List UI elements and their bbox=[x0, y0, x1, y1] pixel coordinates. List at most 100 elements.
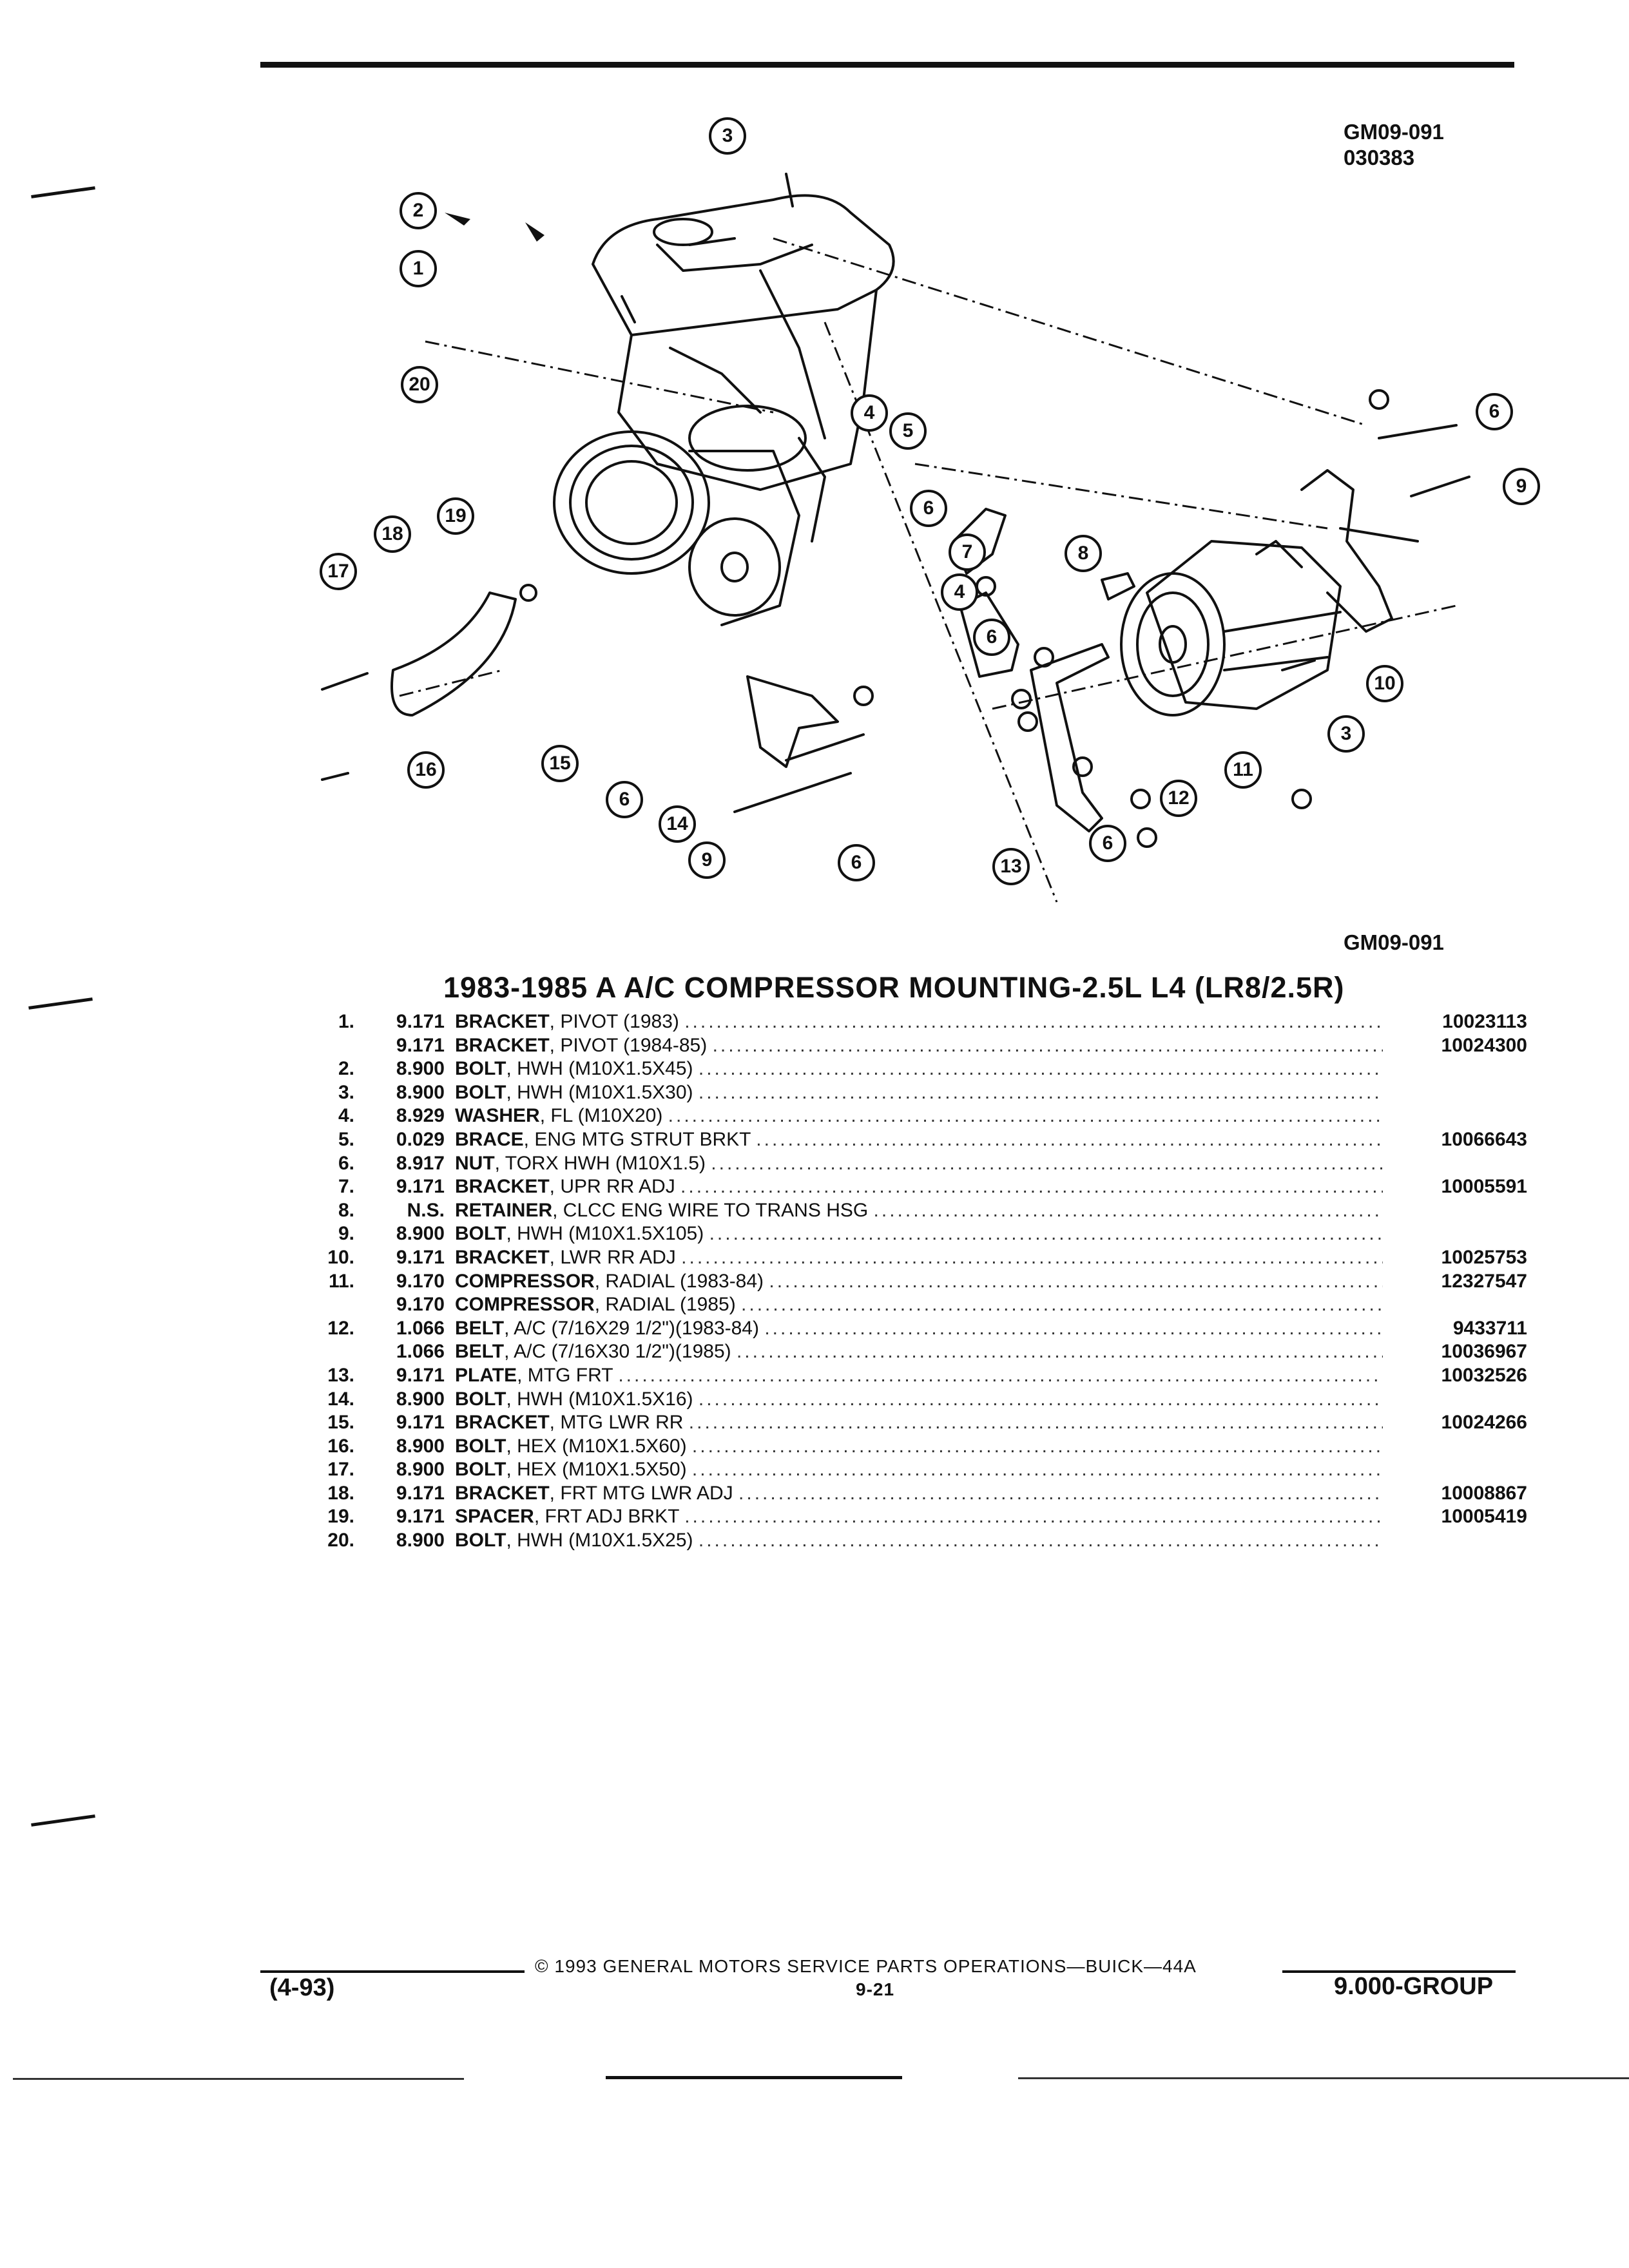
leader-dots: ........................................… bbox=[681, 1246, 1383, 1268]
leader-dots: ........................................… bbox=[680, 1176, 1383, 1198]
callout-7: 7 bbox=[949, 533, 986, 571]
callout-6-f: 6 bbox=[1089, 825, 1126, 862]
part-description: BRACKET, FRT MTG LWR ADJ ...............… bbox=[455, 1482, 1383, 1505]
leader-dots: ........................................… bbox=[741, 1294, 1383, 1316]
part-detail: , ENG MTG STRUT BRKT bbox=[523, 1128, 751, 1150]
leader-dots: ........................................… bbox=[873, 1199, 1383, 1221]
part-name: BRACE bbox=[455, 1128, 524, 1150]
part-description: BOLT, HWH (M10X1.5X30) .................… bbox=[455, 1081, 1383, 1104]
part-detail: , HEX (M10X1.5X50) bbox=[506, 1459, 687, 1481]
part-number: 10066643 bbox=[1441, 1128, 1527, 1150]
part-description: BOLT, HWH (M10X1.5X25) .................… bbox=[455, 1529, 1383, 1552]
part-name: BOLT bbox=[455, 1058, 506, 1080]
leader-dots: ........................................… bbox=[698, 1081, 1383, 1103]
part-description: SPACER, FRT ADJ BRKT ...................… bbox=[455, 1505, 1383, 1528]
group-number: 8.900 bbox=[396, 1388, 445, 1410]
item-number: 12. bbox=[327, 1317, 354, 1339]
item-number: 2. bbox=[338, 1058, 354, 1080]
part-detail: , HWH (M10X1.5X105) bbox=[506, 1223, 704, 1245]
diagram-drawing bbox=[321, 173, 1470, 903]
leader-dots: ........................................… bbox=[698, 1388, 1383, 1410]
part-name: COMPRESSOR bbox=[455, 1270, 595, 1292]
part-name: COMPRESSOR bbox=[455, 1294, 595, 1316]
part-number: 10005419 bbox=[1441, 1506, 1527, 1528]
part-detail: , HWH (M10X1.5X25) bbox=[506, 1530, 693, 1552]
group-number: 9.171 bbox=[396, 1011, 445, 1032]
part-detail: , RADIAL (1985) bbox=[594, 1294, 736, 1316]
callout-6-c: 6 bbox=[973, 619, 1010, 656]
part-description: COMPRESSOR, RADIAL (1983-84) ...........… bbox=[455, 1270, 1383, 1293]
item-number: 4. bbox=[338, 1105, 354, 1127]
item-number: 3. bbox=[338, 1081, 354, 1103]
part-description: BELT, A/C (7/16X30 1/2")(1985) .........… bbox=[455, 1340, 1383, 1363]
part-number: 10023113 bbox=[1442, 1011, 1527, 1032]
part-name: BRACKET bbox=[455, 1034, 550, 1056]
part-name: BOLT bbox=[455, 1459, 506, 1481]
part-detail: , UPR RR ADJ bbox=[549, 1176, 675, 1198]
part-detail: , FRT MTG LWR ADJ bbox=[549, 1482, 733, 1504]
group-number: 1.066 bbox=[396, 1317, 445, 1339]
part-detail: , HEX (M10X1.5X60) bbox=[506, 1435, 687, 1457]
callout-2: 2 bbox=[400, 192, 437, 229]
group-number: 9.171 bbox=[396, 1176, 445, 1198]
item-number: 18. bbox=[327, 1482, 354, 1504]
part-description: BRACE, ENG MTG STRUT BRKT ..............… bbox=[455, 1128, 1383, 1151]
ref-number: 030383 bbox=[1344, 146, 1415, 169]
leader-dots: ........................................… bbox=[769, 1270, 1383, 1292]
figure-code: GM09-091 bbox=[1344, 930, 1444, 954]
leader-dots: ........................................… bbox=[711, 1152, 1383, 1174]
callout-15: 15 bbox=[541, 745, 579, 782]
ref-code: GM09-091 bbox=[1344, 120, 1444, 144]
part-description: BRACKET, UPR RR ADJ ....................… bbox=[455, 1175, 1383, 1198]
part-name: BOLT bbox=[455, 1081, 506, 1103]
item-number: 10. bbox=[327, 1246, 354, 1268]
part-number: 10005591 bbox=[1441, 1176, 1527, 1198]
part-description: BRACKET, PIVOT (1983) ..................… bbox=[455, 1010, 1383, 1033]
leader-dots: ........................................… bbox=[698, 1530, 1383, 1552]
item-number: 11. bbox=[328, 1270, 354, 1292]
part-name: BOLT bbox=[455, 1388, 506, 1410]
callout-19: 19 bbox=[437, 497, 474, 535]
callout-9-a: 9 bbox=[1503, 468, 1540, 505]
part-detail: , FRT ADJ BRKT bbox=[534, 1506, 679, 1528]
callout-6-d: 6 bbox=[606, 781, 643, 818]
part-name: BOLT bbox=[455, 1223, 506, 1245]
group-number: 8.929 bbox=[396, 1105, 445, 1127]
part-name: RETAINER bbox=[455, 1199, 553, 1221]
revision-date: (4-93) bbox=[269, 1974, 335, 2001]
part-detail: , HWH (M10X1.5X45) bbox=[506, 1058, 693, 1080]
group-number: 8.900 bbox=[396, 1530, 445, 1552]
part-description: BOLT, HWH (M10X1.5X16) .................… bbox=[455, 1388, 1383, 1411]
item-number: 8. bbox=[338, 1199, 354, 1221]
page-title: 1983-1985 A A/C COMPRESSOR MOUNTING-2.5L… bbox=[443, 971, 1345, 1004]
callout-16: 16 bbox=[407, 751, 445, 789]
item-number: 16. bbox=[327, 1435, 354, 1457]
callout-10: 10 bbox=[1366, 665, 1403, 702]
part-description: BOLT, HEX (M10X1.5X60) .................… bbox=[455, 1435, 1383, 1458]
callout-8: 8 bbox=[1065, 535, 1102, 572]
callout-13: 13 bbox=[992, 848, 1030, 885]
group-number: 9.171 bbox=[396, 1412, 445, 1434]
part-name: BOLT bbox=[455, 1435, 506, 1457]
group-number: 9.171 bbox=[396, 1506, 445, 1528]
part-name: PLATE bbox=[455, 1364, 517, 1386]
part-name: SPACER bbox=[455, 1506, 534, 1528]
item-number: 14. bbox=[327, 1388, 354, 1410]
part-detail: , LWR RR ADJ bbox=[549, 1246, 676, 1268]
part-number: 10032526 bbox=[1441, 1364, 1527, 1386]
callout-4-lower: 4 bbox=[941, 573, 978, 611]
callout-5: 5 bbox=[889, 412, 927, 450]
margin-mark bbox=[31, 1814, 95, 1827]
